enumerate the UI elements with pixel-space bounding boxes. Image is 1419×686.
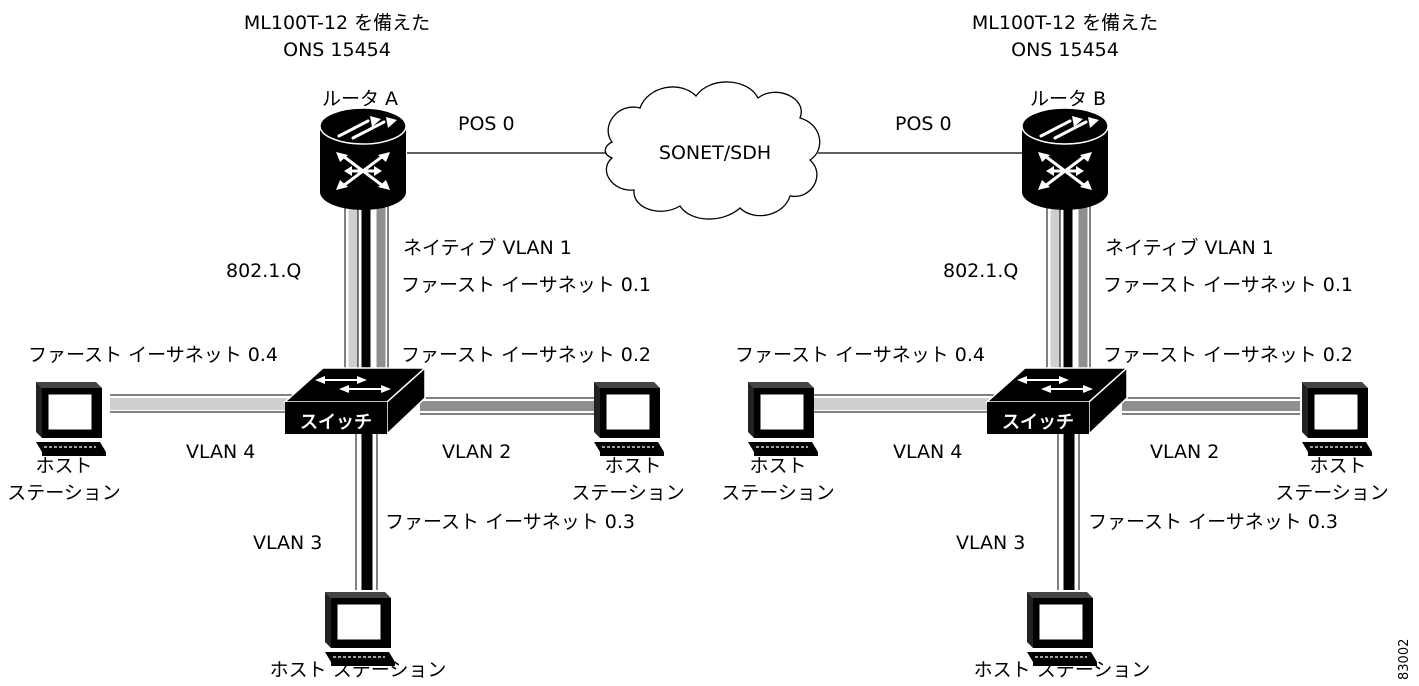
fe-0-1-label: ファースト イーサネット 0.1 <box>1103 274 1353 296</box>
router-icon[interactable] <box>318 106 408 212</box>
vlan4-link <box>110 394 300 413</box>
vlan3-label: VLAN 3 <box>956 532 1025 554</box>
figure-id: 83002 <box>1397 639 1412 680</box>
router-name: ルータ B <box>1030 88 1106 110</box>
vlan3-link <box>355 432 378 590</box>
vlan2-link <box>1122 397 1300 415</box>
host-right-icon[interactable] <box>593 381 665 457</box>
site-b: ML100T-12 を備えた ONS 15454 ルータ B POS 0 802… <box>721 12 1389 681</box>
vlan3-label: VLAN 3 <box>253 532 322 554</box>
host-right-icon[interactable] <box>1301 381 1373 457</box>
vlan2-link <box>420 397 598 415</box>
fe-0-4-label: ファースト イーサネット 0.4 <box>735 344 985 366</box>
vlan4-label: VLAN 4 <box>893 441 962 463</box>
pos-label: POS 0 <box>458 113 515 135</box>
router-name: ルータ A <box>322 88 398 110</box>
node-label-line2: ONS 15454 <box>283 39 391 61</box>
pos-label: POS 0 <box>895 113 952 135</box>
switch-label: スイッチ <box>1002 412 1074 433</box>
switch-label: スイッチ <box>300 412 372 433</box>
native-vlan-label: ネイティブ VLAN 1 <box>1105 236 1274 259</box>
vlan3-link <box>1057 432 1080 590</box>
host-bottom-icon[interactable] <box>1026 591 1098 667</box>
vlan4-label: VLAN 4 <box>186 441 255 463</box>
trunk-label: 802.1.Q <box>226 260 301 282</box>
node-label-line1: ML100T-12 を備えた <box>244 12 430 34</box>
trunk-cable <box>1046 198 1091 385</box>
host-left-label-2: ステーション <box>7 482 121 504</box>
host-left-label-1: ホスト <box>35 455 92 477</box>
host-right-label-1: ホスト <box>604 455 661 477</box>
vlan2-label: VLAN 2 <box>442 441 511 463</box>
host-bottom-icon[interactable] <box>324 591 396 667</box>
host-right-label-1: ホスト <box>1309 455 1366 477</box>
host-left-label-2: ステーション <box>721 482 835 504</box>
host-left-label-1: ホスト <box>749 455 806 477</box>
host-bottom-label: ホスト ステーション <box>270 659 447 681</box>
trunk-label: 802.1.Q <box>943 260 1018 282</box>
trunk-cable <box>344 198 389 385</box>
sonet-cloud: SONET/SDH <box>604 81 821 220</box>
host-right-label-2: ステーション <box>1275 482 1389 504</box>
vlan2-label: VLAN 2 <box>1150 441 1219 463</box>
cloud-label: SONET/SDH <box>659 142 771 164</box>
fe-0-3-label: ファースト イーサネット 0.3 <box>1088 511 1338 533</box>
host-bottom-label: ホスト ステーション <box>974 659 1151 681</box>
fe-0-1-label: ファースト イーサネット 0.1 <box>401 274 651 296</box>
site-a: ML100T-12 を備えた ONS 15454 ルータ A POS 0 802… <box>7 12 685 681</box>
node-label-line2: ONS 15454 <box>1011 39 1119 61</box>
vlan4-link <box>812 394 1002 413</box>
host-right-label-2: ステーション <box>571 482 685 504</box>
fe-0-4-label: ファースト イーサネット 0.4 <box>28 344 278 366</box>
fe-0-3-label: ファースト イーサネット 0.3 <box>385 511 635 533</box>
host-left-icon[interactable] <box>747 381 819 457</box>
native-vlan-label: ネイティブ VLAN 1 <box>403 236 572 259</box>
fe-0-2-label: ファースト イーサネット 0.2 <box>1103 344 1353 366</box>
node-label-line1: ML100T-12 を備えた <box>972 12 1158 34</box>
fe-0-2-label: ファースト イーサネット 0.2 <box>401 344 651 366</box>
router-icon[interactable] <box>1020 106 1110 212</box>
host-left-icon[interactable] <box>35 381 107 457</box>
